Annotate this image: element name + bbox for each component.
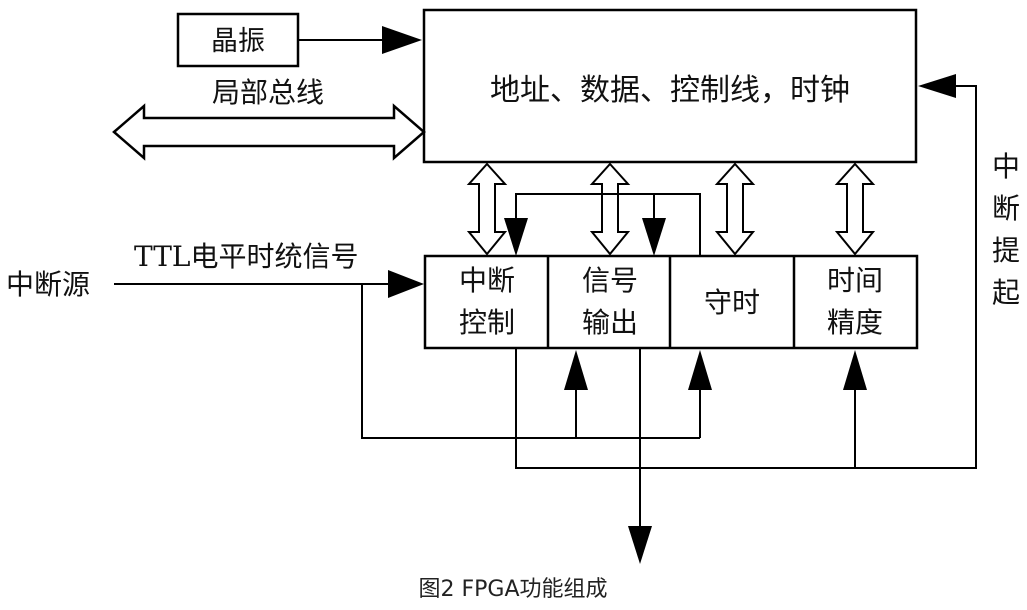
time-precision-line2: 精度 (827, 306, 883, 339)
interrupt-control-line1: 中断 (459, 264, 515, 297)
interrupt-control-line2: 控制 (459, 306, 515, 339)
interrupt-raise-loop-line (515, 85, 977, 469)
timekeeping-label: 守时 (704, 286, 760, 319)
local-bus-label: 局部总线 (212, 76, 324, 109)
crystal-block: 晶振 (176, 12, 300, 68)
ttl-distribution-line (361, 284, 700, 439)
bus-to-time-precision-arrow (834, 162, 876, 256)
interrupt-raise-char-4: 起 (992, 276, 1020, 309)
bus-to-timekeeping-arrow (714, 162, 756, 256)
feedback-arrowhead-signal-output (642, 218, 666, 256)
interrupt-raise-arrowhead (918, 74, 956, 98)
local-bus-double-arrow (112, 103, 426, 161)
time-precision-line1: 时间 (827, 264, 883, 297)
interrupt-source-label: 中断源 (6, 268, 90, 301)
interrupt-raise-char-3: 提 (992, 234, 1020, 267)
signal-output-line1: 信号 (582, 264, 638, 297)
bus-control-label: 地址、数据、控制线，时钟 (490, 73, 850, 108)
feedback-arrowhead-interrupt-control (504, 218, 528, 256)
ttl-to-signal-output-arrowhead (564, 350, 588, 390)
bus-control-block: 地址、数据、控制线，时钟 (422, 8, 918, 164)
ttl-signal-label: TTL电平时统信号 (134, 240, 358, 273)
bus-to-signal-output-arrow (589, 162, 631, 256)
interrupt-raise-char-1: 中 (992, 150, 1020, 183)
bus-to-interrupt-control-arrow (466, 162, 508, 256)
crystal-arrowhead (382, 26, 422, 54)
timekeeping-feedback-line (515, 193, 701, 256)
signal-output-external-arrowhead (628, 526, 652, 564)
ttl-signal-arrowhead (388, 270, 424, 298)
crystal-label: 晶振 (211, 26, 265, 57)
figure-caption: 图2 FPGA功能组成 (418, 577, 607, 602)
interrupt-raise-char-2: 断 (992, 192, 1020, 225)
function-blocks-row: 中断 控制 信号 输出 守时 时间 精度 (423, 254, 919, 350)
signal-output-line2: 输出 (582, 306, 638, 339)
ttl-to-timekeeping-arrowhead (688, 350, 712, 390)
interrupt-raise-to-precision-arrowhead (843, 350, 867, 390)
